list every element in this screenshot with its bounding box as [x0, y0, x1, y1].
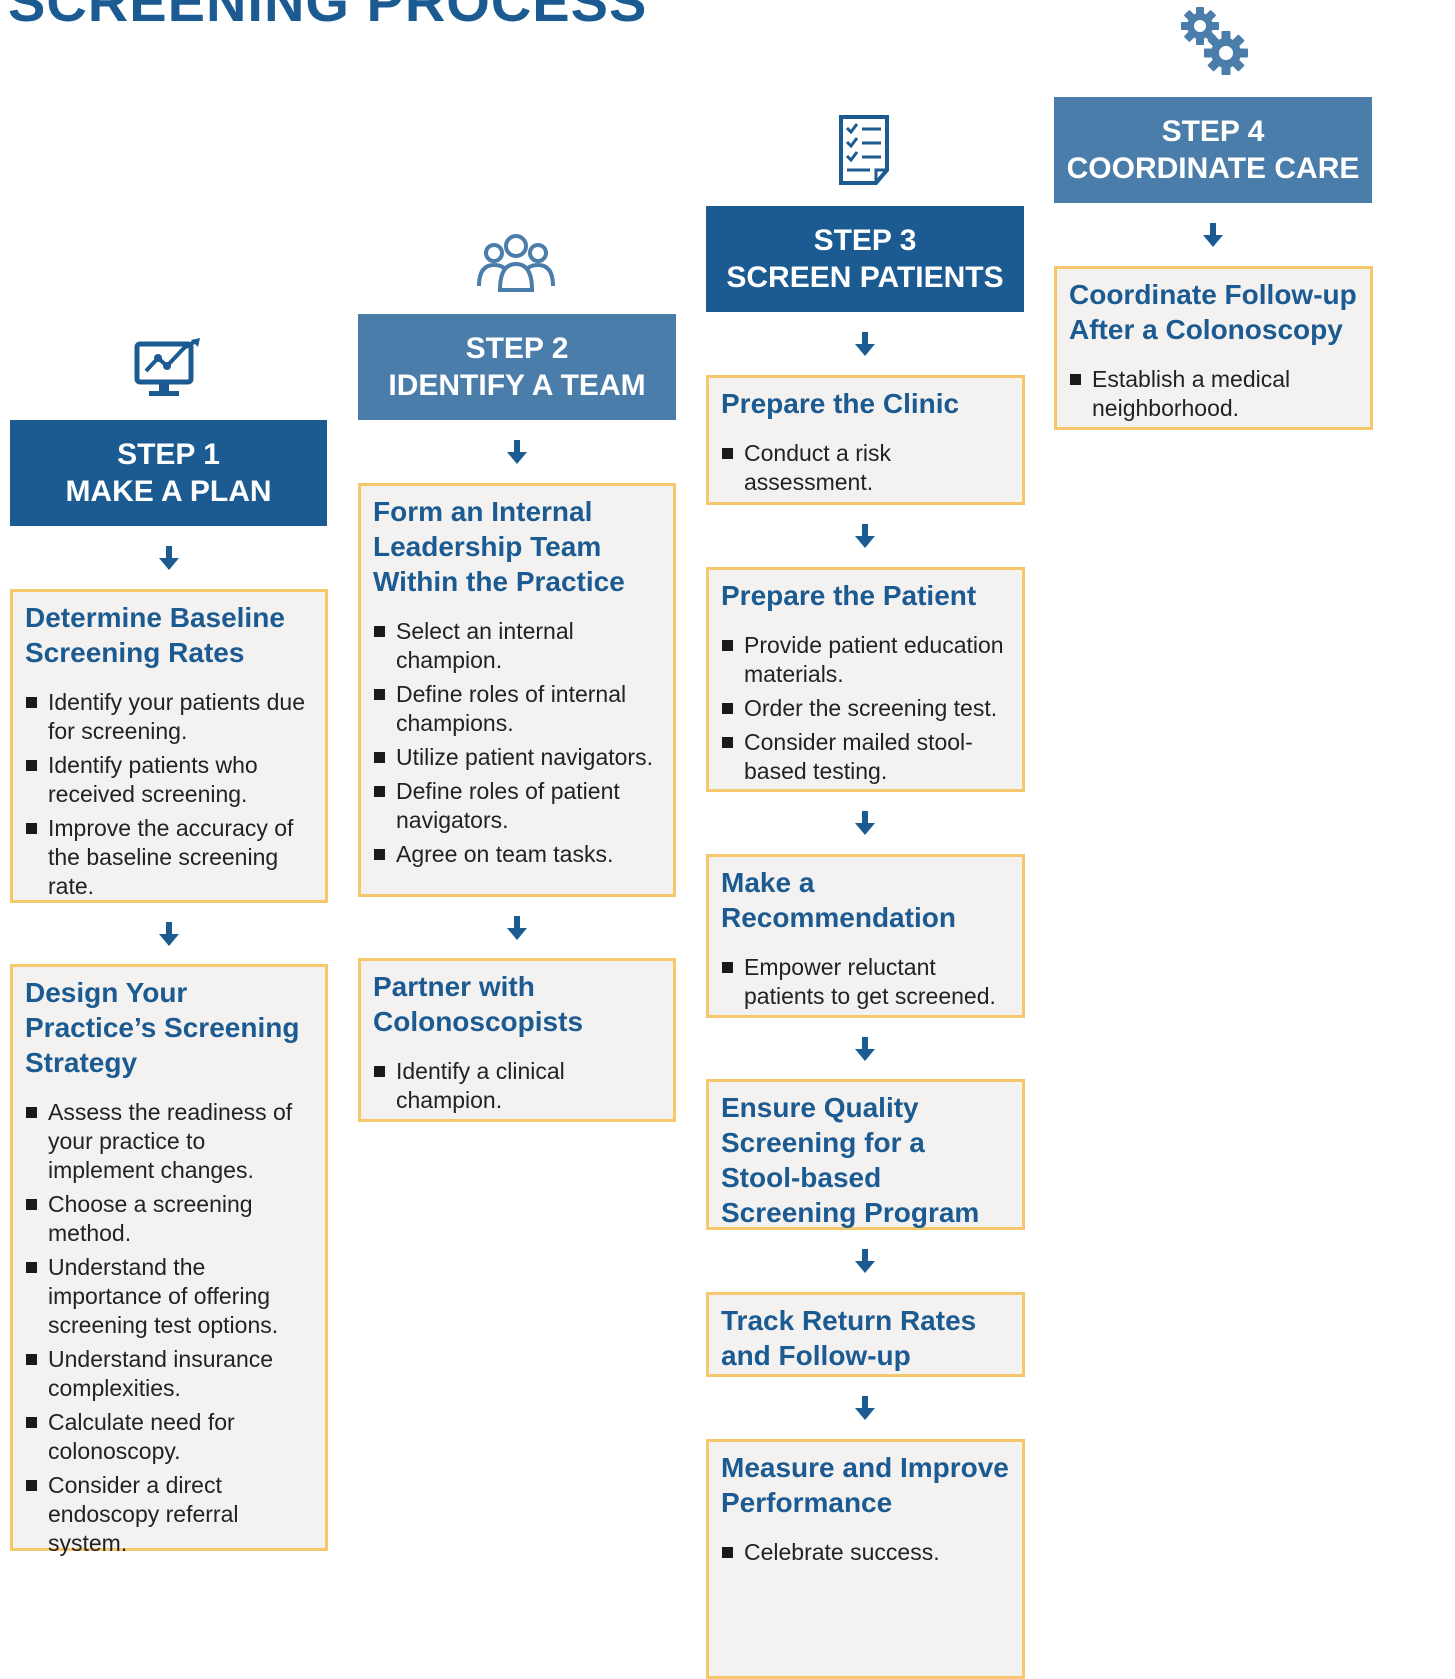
- step-3-header: STEP 3 SCREEN PATIENTS: [706, 206, 1024, 312]
- team-icon: [475, 232, 557, 296]
- down-arrow-icon: [1203, 223, 1223, 249]
- step-4-header: STEP 4 COORDINATE CARE: [1054, 97, 1372, 203]
- list-item: Define roles of internal champions.: [373, 680, 663, 738]
- box-title: Partner with Colonoscopists: [373, 971, 584, 1037]
- step-name: COORDINATE CARE: [1066, 152, 1360, 185]
- process-box: Partner with Colonoscopists Identify a c…: [358, 958, 676, 1122]
- process-box: Coordinate Follow-up After a Colonoscopy…: [1054, 266, 1373, 430]
- box-title: Measure and Improve Performance: [721, 1452, 1009, 1518]
- step-label: STEP 3: [813, 224, 917, 257]
- list-item: Calculate need for colonoscopy.: [25, 1408, 315, 1466]
- task-list: Assess the readiness of your practice to…: [25, 1098, 315, 1558]
- list-item: Establish a medical neighborhood.: [1069, 365, 1360, 423]
- list-item: Provide patient education materials.: [721, 631, 1012, 689]
- process-box: Prepare the Clinic Conduct a risk assess…: [706, 375, 1025, 505]
- list-item: Identify patients who received screening…: [25, 751, 315, 809]
- process-box: Track Return Rates and Follow-up: [706, 1292, 1025, 1377]
- box-title: Design Your Practice’s Screening Strateg…: [25, 977, 300, 1078]
- down-arrow-icon: [855, 1396, 875, 1422]
- list-item: Improve the accuracy of the baseline scr…: [25, 814, 315, 901]
- process-box: Form an Internal Leadership Team Within …: [358, 483, 676, 897]
- down-arrow-icon: [507, 916, 527, 942]
- list-item: Empower reluctant patients to get screen…: [721, 953, 1012, 1011]
- list-item: Understand the importance of offering sc…: [25, 1253, 315, 1340]
- step-label: STEP 1: [117, 438, 220, 471]
- box-title: Prepare the Clinic: [721, 388, 960, 419]
- list-item: Agree on team tasks.: [373, 840, 663, 869]
- list-item: Utilize patient navigators.: [373, 743, 663, 772]
- list-item: Order the screening test.: [721, 694, 1012, 723]
- list-item: Celebrate success.: [721, 1538, 1012, 1567]
- list-item: Consider mailed stool-based testing.: [721, 728, 1012, 786]
- task-list: Empower reluctant patients to get screen…: [721, 953, 1012, 1011]
- process-box: Prepare the Patient Provide patient educ…: [706, 567, 1025, 792]
- gears-icon: [1178, 4, 1250, 76]
- task-list: Select an internal champion. Define role…: [373, 617, 663, 869]
- down-arrow-icon: [507, 440, 527, 466]
- task-list: Identify a clinical champion.: [373, 1057, 663, 1115]
- down-arrow-icon: [855, 332, 875, 358]
- task-list: Provide patient education materials. Ord…: [721, 631, 1012, 786]
- down-arrow-icon: [159, 922, 179, 948]
- down-arrow-icon: [855, 1037, 875, 1063]
- process-box: Design Your Practice’s Screening Strateg…: [10, 964, 328, 1556]
- process-box: Make a Recommendation Empower reluctant …: [706, 854, 1025, 1018]
- down-arrow-icon: [159, 546, 179, 572]
- list-item: Assess the readiness of your practice to…: [25, 1098, 315, 1185]
- box-title: Prepare the Patient: [721, 580, 977, 611]
- down-arrow-icon: [855, 1249, 875, 1275]
- list-item: Understand insurance complexities.: [25, 1345, 315, 1403]
- list-item: Select an internal champion.: [373, 617, 663, 675]
- down-arrow-icon: [855, 811, 875, 837]
- page-title: SCREENING PROCESS: [8, 0, 648, 33]
- task-list: Conduct a risk assessment.: [721, 439, 1012, 497]
- step-name: SCREEN PATIENTS: [726, 261, 1004, 294]
- list-item: Consider a direct endoscopy referral sys…: [25, 1471, 315, 1558]
- process-box: Measure and Improve Performance Celebrat…: [706, 1439, 1025, 1679]
- box-title: Track Return Rates and Follow-up: [721, 1305, 977, 1371]
- task-list: Celebrate success.: [721, 1538, 1012, 1567]
- task-list: Identify your patients due for screening…: [25, 688, 315, 901]
- list-item: Define roles of patient navigators.: [373, 777, 663, 835]
- down-arrow-icon: [855, 524, 875, 550]
- step-label: STEP 4: [1161, 115, 1265, 148]
- step-name: IDENTIFY A TEAM: [388, 369, 646, 402]
- list-item: Conduct a risk assessment.: [721, 439, 1012, 497]
- list-item: Choose a screening method.: [25, 1190, 315, 1248]
- list-item: Identify your patients due for screening…: [25, 688, 315, 746]
- box-title: Determine Baseline Screening Rates: [25, 602, 285, 668]
- task-list: Establish a medical neighborhood.: [1069, 365, 1360, 423]
- step-1-header: STEP 1 MAKE A PLAN: [10, 420, 327, 526]
- monitor-chart-icon: [134, 338, 204, 402]
- list-item: Identify a clinical champion.: [373, 1057, 663, 1115]
- box-title: Coordinate Follow-up After a Colonoscopy: [1069, 279, 1357, 345]
- step-label: STEP 2: [465, 332, 569, 365]
- step-name: MAKE A PLAN: [65, 475, 272, 508]
- box-title: Ensure Quality Screening for a Stool-bas…: [721, 1092, 980, 1228]
- process-box: Determine Baseline Screening Rates Ident…: [10, 589, 328, 903]
- box-title: Make a Recommendation: [721, 867, 956, 933]
- checklist-icon: [838, 114, 892, 186]
- process-box: Ensure Quality Screening for a Stool-bas…: [706, 1079, 1025, 1230]
- step-2-header: STEP 2 IDENTIFY A TEAM: [358, 314, 676, 420]
- box-title: Form an Internal Leadership Team Within …: [373, 496, 625, 597]
